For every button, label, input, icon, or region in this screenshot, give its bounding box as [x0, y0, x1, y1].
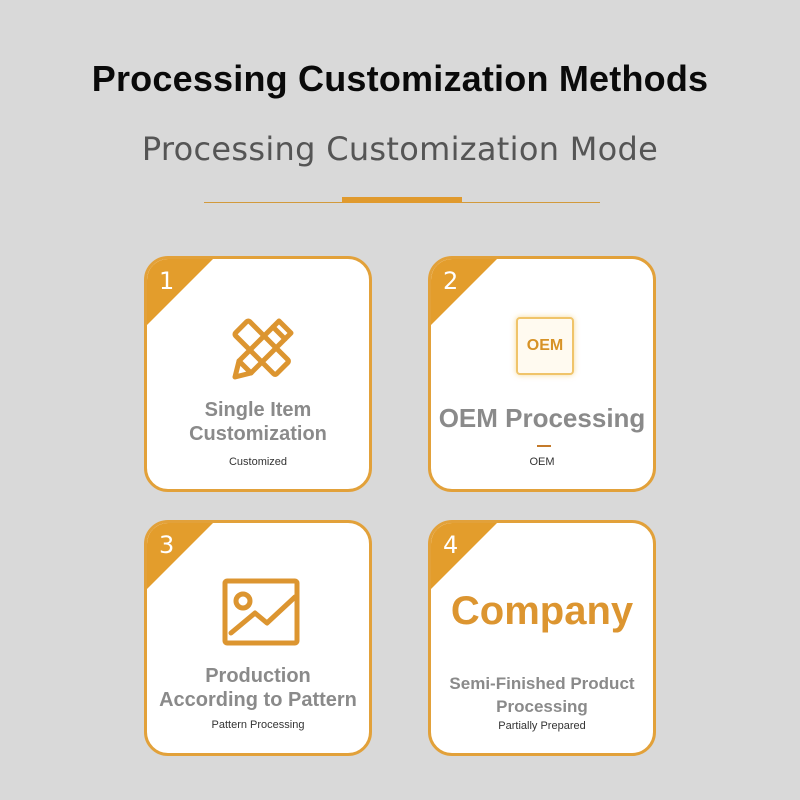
card-single-item-customization[interactable]: 1 Single Item Customization Customized: [144, 256, 372, 492]
card-number: 1: [159, 267, 175, 295]
card-subtext: Customized: [228, 456, 288, 468]
company-brand-text: Company: [450, 589, 634, 633]
card-label-line1: Semi-Finished Product: [449, 674, 635, 693]
card-label-line2: According to Pattern: [159, 689, 357, 711]
corner-ribbon: [147, 259, 213, 325]
card-oem-processing[interactable]: 2 OEM OEM Processing OEM: [428, 256, 656, 492]
corner-ribbon: [431, 523, 497, 589]
card-number: 4: [443, 531, 459, 559]
page-subtitle: Processing Customization Mode: [141, 130, 659, 168]
corner-ribbon: [431, 259, 497, 325]
small-dash: [537, 445, 551, 447]
divider-accent-bar: [342, 197, 462, 203]
page-title: Processing Customization Methods: [91, 58, 709, 99]
card-production-according-to-pattern[interactable]: 3 Production According to Pattern Patter…: [144, 520, 372, 756]
card-semi-finished-product-processing[interactable]: 4 Company Semi-Finished Product Processi…: [428, 520, 656, 756]
oem-badge-icon: OEM: [516, 317, 574, 375]
card-subtext: OEM: [529, 456, 555, 468]
pencil-ruler-icon: [232, 318, 294, 380]
card-number: 3: [159, 531, 175, 559]
image-icon: [222, 578, 300, 646]
card-label-line1: Production: [205, 665, 311, 687]
card-number: 2: [443, 267, 459, 295]
card-label-line2: Processing: [496, 697, 588, 716]
corner-ribbon: [147, 523, 213, 589]
card-label-line1: OEM Processing: [438, 403, 646, 433]
card-label-line2: Customization: [189, 423, 327, 445]
card-subtext: Pattern Processing: [211, 719, 305, 731]
card-subtext: Partially Prepared: [498, 720, 586, 732]
card-label-line1: Single Item: [204, 399, 312, 421]
